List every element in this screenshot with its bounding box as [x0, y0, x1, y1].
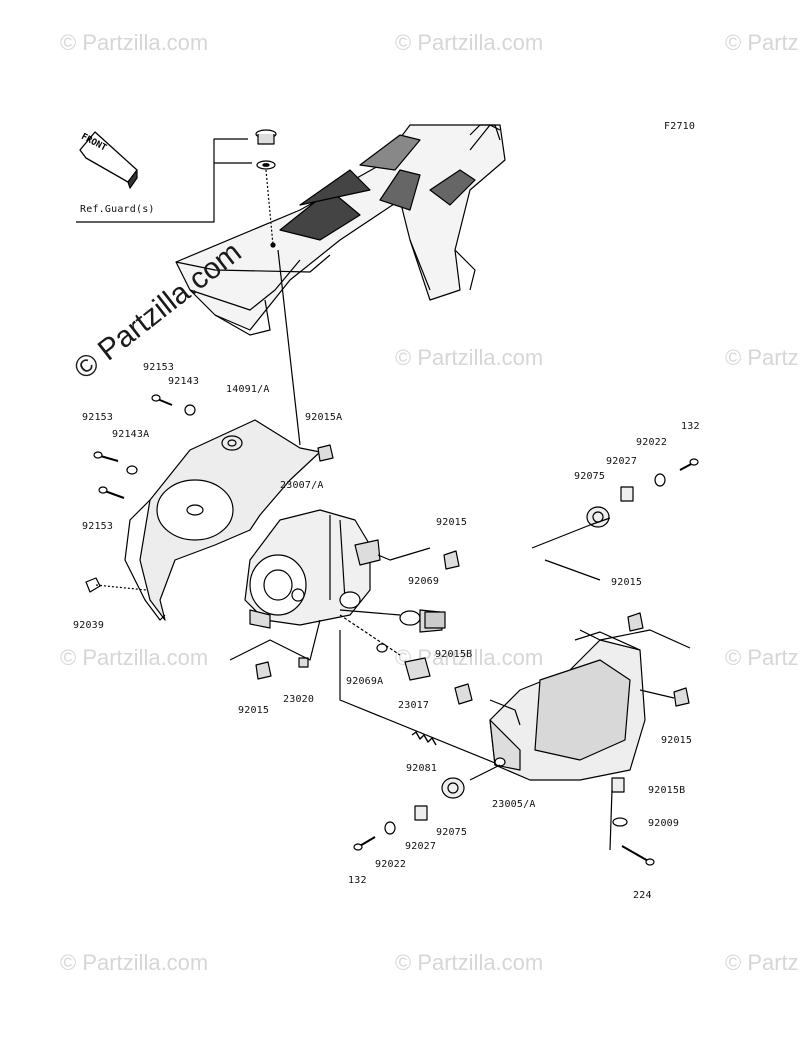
bolt-132-icon — [353, 836, 376, 851]
bolt-132-icon — [679, 458, 699, 471]
part-label: 92143 — [168, 376, 200, 387]
watermark: © Partzilla.com — [725, 345, 800, 370]
nut-92015-icon — [443, 550, 460, 570]
watermark: © Partzilla.com — [725, 30, 800, 55]
part-label: 92081 — [406, 763, 438, 774]
collar-92143-icon — [184, 404, 196, 416]
watermark: © Partzilla.com — [395, 950, 544, 975]
part-label: 92069A — [346, 676, 384, 687]
part-label: 92015A — [305, 412, 343, 423]
part-label: 92009 — [648, 818, 680, 829]
bolt-224-icon — [621, 845, 655, 866]
part-label: 92015 — [661, 735, 693, 746]
part-label: 92039 — [73, 620, 105, 631]
part-label: 92153 — [143, 362, 175, 373]
part-label: 23007/A — [280, 480, 324, 491]
part-label: 23020 — [283, 694, 315, 705]
part-label: 92075 — [574, 471, 606, 482]
part-label: 132 — [681, 421, 700, 432]
housing-23005a — [489, 631, 646, 781]
guard-outline — [175, 124, 506, 336]
nut-92015a-icon — [317, 444, 334, 462]
guard-screw-icon — [255, 129, 277, 170]
figure-code: F2710 — [664, 121, 696, 132]
part-label: 23017 — [398, 700, 430, 711]
nut-92015-icon — [673, 687, 690, 707]
watermark: © Partzilla.com — [60, 950, 209, 975]
watermark: © Partzilla.com — [60, 645, 209, 670]
washer-92143a-icon — [126, 465, 138, 475]
part-label: 92022 — [375, 859, 407, 870]
grommet-92015b-icon — [611, 777, 625, 793]
part-label: 92015 — [611, 577, 643, 588]
part-label: 92075 — [436, 827, 468, 838]
bolt-92153-icon — [98, 486, 125, 499]
grommet-23020-icon — [298, 657, 309, 668]
collar-92027-icon — [620, 486, 634, 502]
nut-92015-icon — [627, 612, 644, 632]
part-label: 92022 — [636, 437, 668, 448]
washer-92022-icon — [384, 821, 396, 835]
socket-92069-icon — [424, 611, 446, 629]
part-label: 132 — [348, 875, 367, 886]
part-label: 224 — [633, 890, 652, 901]
collar-92009-icon — [612, 817, 628, 827]
socket-23017-icon — [404, 657, 431, 681]
rubber-92075-icon — [586, 506, 610, 528]
bulb-92069a-icon — [376, 643, 388, 653]
headlight-cover — [124, 419, 321, 621]
part-label: 14091/A — [226, 384, 270, 395]
part-label: 92015B — [435, 649, 473, 660]
watermark: © Partzilla.com — [725, 645, 800, 670]
collar-92027-icon — [414, 805, 428, 821]
watermark: © Partzilla.com — [395, 30, 544, 55]
washer-92022-icon — [654, 473, 666, 487]
headlight-unit — [244, 509, 381, 629]
watermark: © Partzilla.com — [725, 950, 800, 975]
part-label: 92027 — [405, 841, 437, 852]
part-label: 23005/A — [492, 799, 536, 810]
grommet-92015b-icon — [454, 683, 473, 705]
watermark: © Partzilla.com — [60, 30, 209, 55]
nut-92015-icon — [255, 661, 272, 680]
watermark: © Partzilla.com — [395, 345, 544, 370]
ref-guard-label: Ref.Guard(s) — [80, 204, 155, 215]
clip-92039-icon — [85, 577, 147, 593]
part-label: 92143A — [112, 429, 150, 440]
part-label: 92015B — [648, 785, 686, 796]
part-label: 92015 — [238, 705, 270, 716]
part-label: 92027 — [606, 456, 638, 467]
part-label: 92069 — [408, 576, 440, 587]
part-label: 92015 — [436, 517, 468, 528]
part-label: 92153 — [82, 521, 114, 532]
part-label: 92153 — [82, 412, 114, 423]
bolt-92153-icon — [93, 451, 119, 462]
bolt-92153-icon — [151, 394, 173, 406]
front-arrow-icon — [79, 131, 138, 189]
rubber-92075-icon — [441, 777, 465, 799]
